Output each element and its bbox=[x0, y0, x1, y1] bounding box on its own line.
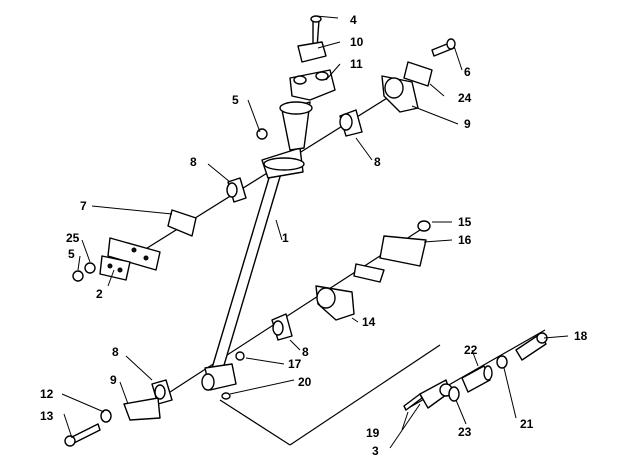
top-parts bbox=[256, 15, 336, 140]
callout-label: 6 bbox=[464, 65, 471, 79]
callout-label: 16 bbox=[458, 233, 472, 247]
callout-label: 21 bbox=[520, 417, 534, 431]
callout-label: 8 bbox=[190, 155, 197, 169]
callout-label: 4 bbox=[350, 13, 357, 27]
callout-label: 13 bbox=[40, 409, 54, 423]
callout-label: 22 bbox=[464, 343, 478, 357]
right-upper-parts bbox=[339, 38, 456, 137]
callout-label: 9 bbox=[464, 117, 471, 131]
callout-labels: 1 2 3 4 5 5 6 7 8 8 8 8 9 9 10 11 12 13 … bbox=[40, 13, 588, 458]
callout-label: 17 bbox=[288, 357, 302, 371]
steering-post bbox=[201, 101, 313, 391]
callout-label: 7 bbox=[80, 199, 87, 213]
callout-label: 9 bbox=[110, 373, 117, 387]
callout-label: 3 bbox=[372, 444, 379, 458]
callout-label: 20 bbox=[298, 375, 312, 389]
callout-label: 11 bbox=[350, 57, 363, 71]
callout-label: 24 bbox=[458, 91, 472, 105]
callout-label: 8 bbox=[302, 345, 309, 359]
callout-label: 23 bbox=[458, 425, 472, 439]
assembly-lines bbox=[119, 89, 546, 446]
left-parts bbox=[72, 177, 247, 282]
callout-label: 19 bbox=[366, 426, 380, 440]
lower-parts bbox=[64, 313, 293, 447]
callout-label: 18 bbox=[574, 329, 588, 343]
right-middle-parts bbox=[315, 220, 431, 321]
callout-label: 10 bbox=[350, 35, 364, 49]
leader-lines bbox=[61, 15, 569, 449]
callout-label: 25 bbox=[66, 231, 80, 245]
tie-rod-parts bbox=[403, 332, 548, 411]
callout-label: 5 bbox=[68, 247, 75, 261]
callout-label: 8 bbox=[112, 345, 119, 359]
callout-label: 5 bbox=[232, 93, 239, 107]
callout-label: 1 bbox=[282, 231, 289, 245]
callout-label: 2 bbox=[96, 287, 103, 301]
callout-label: 8 bbox=[374, 155, 381, 169]
callout-label: 15 bbox=[458, 215, 472, 229]
callout-label: 12 bbox=[40, 387, 54, 401]
callout-label: 14 bbox=[362, 315, 376, 329]
